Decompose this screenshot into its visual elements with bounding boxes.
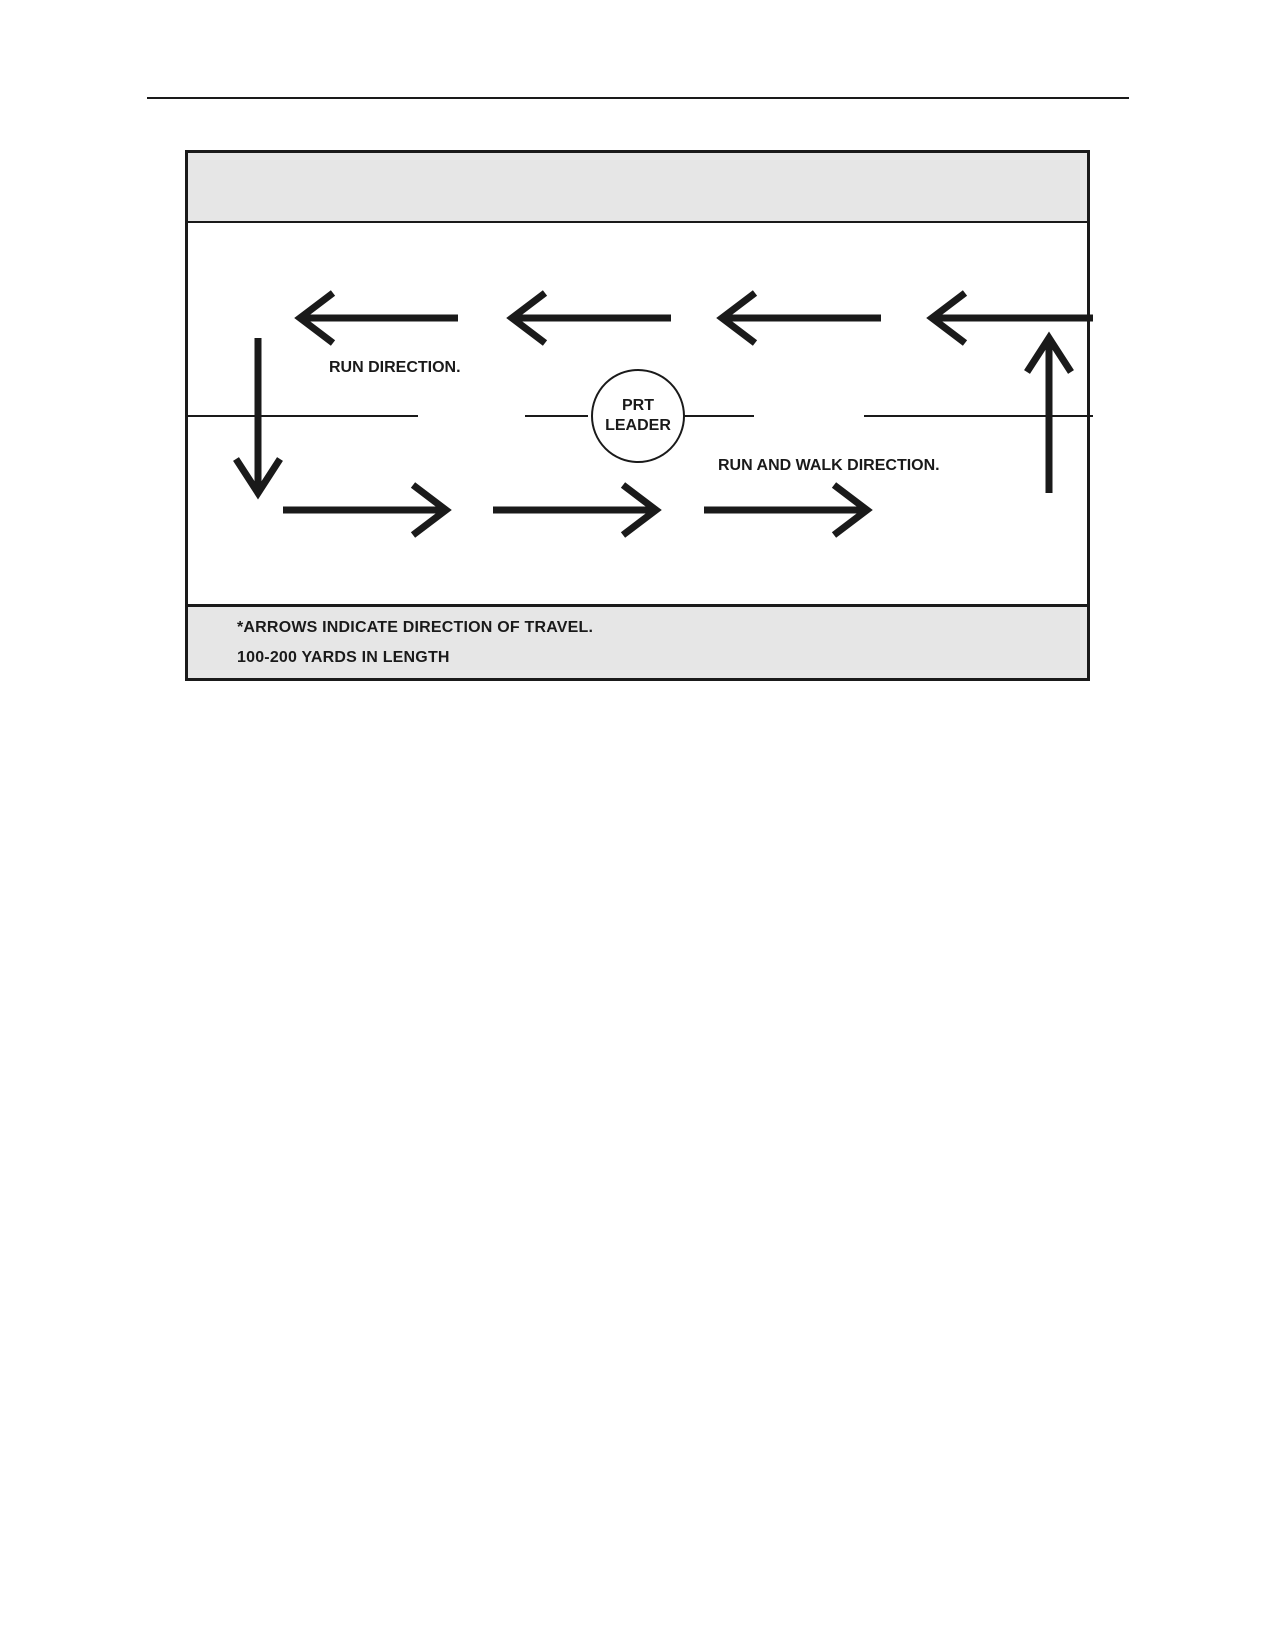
left-arrow-icon — [716, 290, 881, 346]
course-diagram: PRT LEADER RUN DIRECTION. RUN AND WALK D… — [188, 290, 1093, 538]
shuttle-run-figure: PRT LEADER RUN DIRECTION. RUN AND WALK D… — [185, 150, 1093, 681]
run-and-walk-direction-arrows — [283, 482, 873, 538]
right-arrow-icon — [283, 482, 452, 538]
figure-notes-band: *ARROWS INDICATE DIRECTION OF TRAVEL. 10… — [188, 604, 1087, 678]
run-direction-label: RUN DIRECTION. — [329, 359, 461, 376]
left-arrow-icon — [926, 290, 1093, 346]
page-top-rule — [147, 97, 1129, 99]
leader-circle — [591, 369, 685, 463]
left-arrow-icon — [294, 290, 458, 346]
up-arrow-icon — [1024, 331, 1074, 493]
direction-note: *ARROWS INDICATE DIRECTION OF TRAVEL. — [237, 619, 594, 636]
run-direction-arrows — [233, 290, 1093, 500]
figure-header-band — [188, 153, 1087, 223]
prt-leader-marker: PRT LEADER — [591, 369, 685, 463]
right-arrow-icon — [704, 482, 873, 538]
down-arrow-icon — [233, 338, 283, 500]
run-and-walk-direction-label: RUN AND WALK DIRECTION. — [718, 457, 940, 474]
leader-label-line-1: PRT — [622, 397, 654, 414]
right-arrow-icon — [493, 482, 662, 538]
length-note: 100-200 YARDS IN LENGTH — [237, 649, 450, 666]
leader-label-line-2: LEADER — [605, 417, 671, 434]
left-arrow-icon — [506, 290, 671, 346]
